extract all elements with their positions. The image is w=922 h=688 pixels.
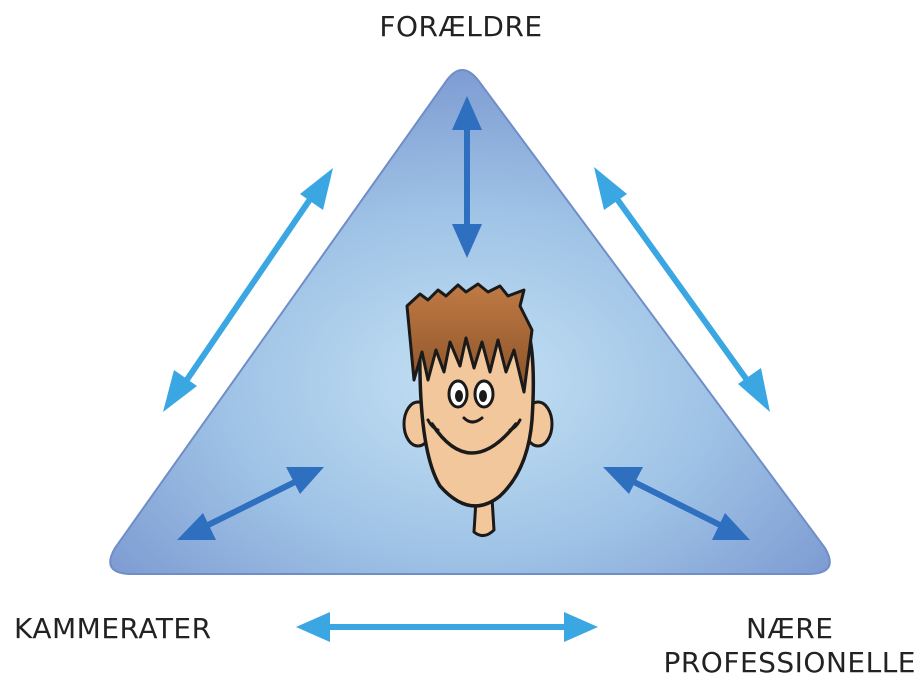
label-naere-professionelle: NÆRE PROFESSIONELLE [663, 612, 916, 680]
label-naere: NÆRE [746, 612, 834, 645]
child-face-illustration [402, 282, 554, 537]
arrow-inner-right [603, 467, 750, 540]
arrow-left-side [163, 168, 333, 412]
label-foraeldre: FORÆLDRE [379, 10, 543, 43]
label-professionelle: PROFESSIONELLE [663, 646, 916, 679]
arrow-inner-left [177, 467, 324, 540]
arrow-inner-top [452, 96, 482, 258]
arrow-right-side [594, 167, 770, 412]
label-kammerater: KAMMERATER [14, 612, 212, 645]
arrow-bottom [296, 612, 598, 642]
